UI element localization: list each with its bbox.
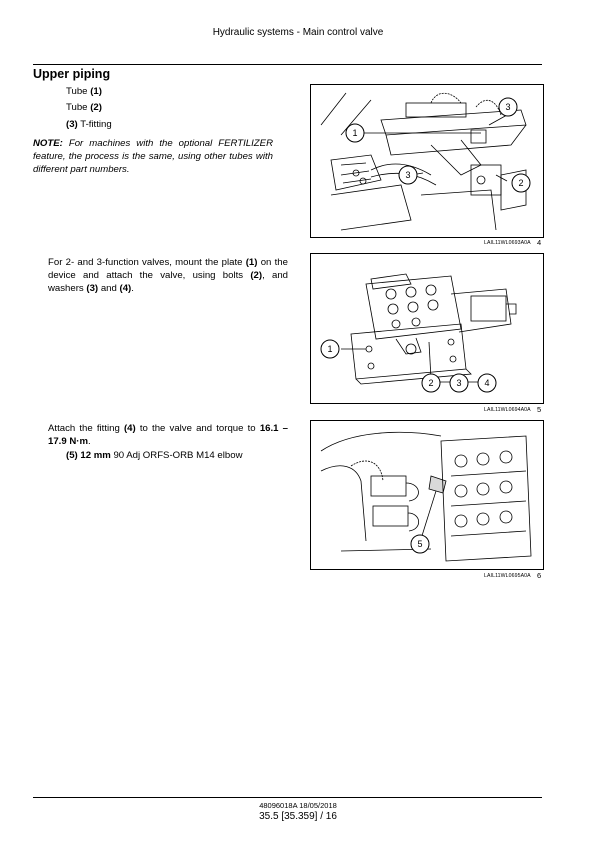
page-header: Hydraulic systems - Main control valve (212, 27, 384, 38)
text: . (88, 436, 91, 447)
figure-number: 5 (537, 405, 542, 414)
text: and (100, 283, 117, 294)
ref: (4) (123, 423, 136, 434)
torque-value: 16.1 – 17.9 N·m (48, 423, 288, 447)
note-label: NOTE: (33, 138, 63, 149)
callout: 3 (405, 170, 410, 180)
figure-illustration: 5 (320, 431, 532, 562)
footer-doc: 48096018A 18/05/2018 (259, 801, 337, 810)
callout: 1 (352, 128, 357, 138)
list-item: (3) T-fitting (66, 118, 112, 131)
list-item: Tube (2) (66, 101, 102, 114)
item-label: T-fitting (80, 119, 112, 130)
figure-number: 6 (537, 571, 542, 580)
item-label: Tube (66, 102, 88, 113)
ref: (2) (250, 270, 263, 281)
item-ref: (1) (90, 86, 102, 97)
text: to the valve and torque to (139, 423, 256, 434)
ref: (4) (119, 283, 132, 294)
callout: 3 (505, 102, 510, 112)
figure-code: LAIL11WL0694A0A (484, 407, 531, 413)
text: Attach the fitting (48, 423, 120, 434)
spec-item: (5) 12 mm 90 Adj ORFS-ORB M14 elbow (66, 449, 243, 462)
instruction-step: For 2- and 3-function valves, mount the … (48, 256, 288, 295)
item-label: Tube (66, 86, 88, 97)
header-rule (33, 64, 542, 65)
item-ref: (3) (66, 119, 78, 130)
text: . (131, 283, 134, 294)
ref: (1) (245, 257, 258, 268)
callout: 2 (518, 178, 523, 188)
spec-text: 90 Adj ORFS-ORB M14 elbow (113, 450, 243, 461)
callout: 2 (428, 378, 433, 388)
item-ref: (2) (90, 102, 102, 113)
footer-rule (33, 797, 542, 798)
section-title: Upper piping (33, 67, 111, 81)
callout: 3 (456, 378, 461, 388)
figure-illustration: 1 2 3 3 (320, 92, 531, 231)
list-item: Tube (1) (66, 85, 102, 98)
figure-valve-plate: 1 2 3 4 (310, 253, 544, 404)
callout: 4 (484, 378, 489, 388)
note-text: For machines with the optional FERTILIZE… (33, 138, 273, 175)
figure-code: LAIL11WL0693A0A (484, 240, 531, 246)
text: For 2- and 3-function valves, mount the … (48, 257, 243, 268)
figure-code: LAIL11WL0695A0A (484, 573, 531, 579)
figure-illustration: 1 2 3 4 (320, 273, 517, 393)
spec-ref: (5) 12 mm (66, 450, 111, 461)
figure-upper-piping: 1 2 3 3 (310, 84, 544, 238)
text: on the device and attach the valve, usin… (48, 257, 288, 281)
ref: (3) (86, 283, 99, 294)
text: , and washers (48, 270, 288, 294)
note: NOTE: For machines with the optional FER… (33, 137, 273, 176)
figure-fitting: 5 (310, 420, 544, 570)
footer-page: 35.5 [35.359] / 16 (259, 811, 337, 822)
callout: 1 (327, 344, 332, 354)
instruction-step: Attach the fitting (4) to the valve and … (48, 422, 288, 448)
figure-number: 4 (537, 238, 542, 247)
callout: 5 (417, 539, 422, 549)
